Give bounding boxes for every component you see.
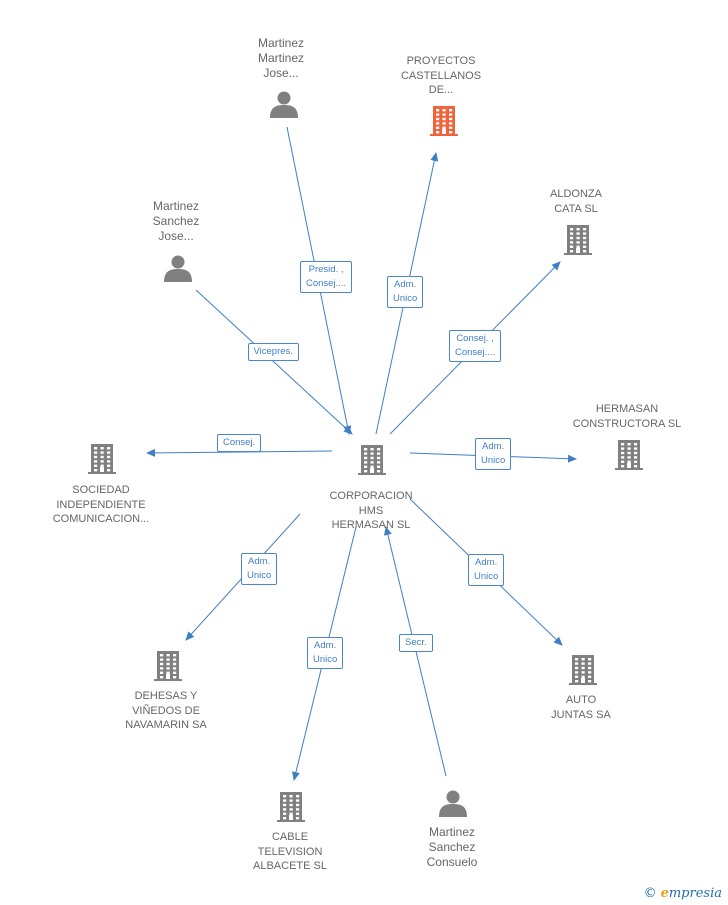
person-icon[interactable] [439, 790, 467, 818]
watermark-text: mpresia [668, 886, 722, 901]
watermark-initial: e [660, 886, 669, 901]
edge-label[interactable]: Adm. Unico [241, 553, 278, 585]
edge-center-to-si [146, 448, 333, 457]
edge-label[interactable]: Adm. Unico [475, 438, 512, 470]
building-icon[interactable] [569, 655, 597, 685]
person-icon[interactable] [270, 91, 298, 119]
building-icon[interactable] [615, 440, 643, 470]
edge-label[interactable]: Vicepres. [247, 343, 299, 361]
building-icon[interactable] [277, 792, 305, 822]
node-label-dv[interactable]: DEHESAS Y VIÑEDOS DE NAVAMARIN SA [125, 690, 207, 731]
node-label-mc[interactable]: Martinez Sanchez Consuelo [426, 825, 478, 869]
edge-label[interactable]: Secr. [399, 634, 433, 652]
edge-label[interactable]: Adm. Unico [387, 276, 424, 308]
edge-label[interactable]: Consej. , Consej.... [449, 330, 502, 362]
edge-label[interactable]: Adm. Unico [468, 554, 505, 586]
node-label-mm[interactable]: Martinez Martinez Jose... [257, 36, 304, 80]
node-label-hc[interactable]: HERMASAN CONSTRUCTORA SL [572, 403, 682, 430]
edge-label[interactable]: Consej. [217, 434, 262, 452]
building-icon[interactable] [88, 444, 116, 474]
edge-label[interactable]: Adm. Unico [307, 637, 344, 669]
node-label-si[interactable]: SOCIEDAD INDEPENDIENTE COMUNICACION... [52, 484, 150, 525]
edge-ms-to-center [195, 289, 353, 435]
person-icon[interactable] [164, 255, 192, 283]
empresia-watermark: ©empresia [644, 886, 722, 901]
edge-label[interactable]: Presid. , Consej.... [300, 261, 353, 293]
copyright-symbol: © [643, 886, 657, 901]
building-icon[interactable] [358, 445, 386, 475]
node-label-pc[interactable]: PROYECTOS CASTELLANOS DE... [400, 55, 482, 96]
node-label-ct[interactable]: CABLE TELEVISION ALBACETE SL [253, 831, 327, 872]
node-label-ac[interactable]: ALDONZA CATA SL [550, 188, 602, 215]
building-icon[interactable] [564, 225, 592, 255]
node-label-center[interactable]: CORPORACION HMS HERMASAN SL [329, 490, 413, 531]
node-label-ms[interactable]: Martinez Sanchez Jose... [152, 199, 200, 243]
node-label-aj[interactable]: AUTO JUNTAS SA [551, 694, 611, 721]
building-icon[interactable] [154, 651, 182, 681]
building-icon[interactable] [430, 106, 458, 136]
